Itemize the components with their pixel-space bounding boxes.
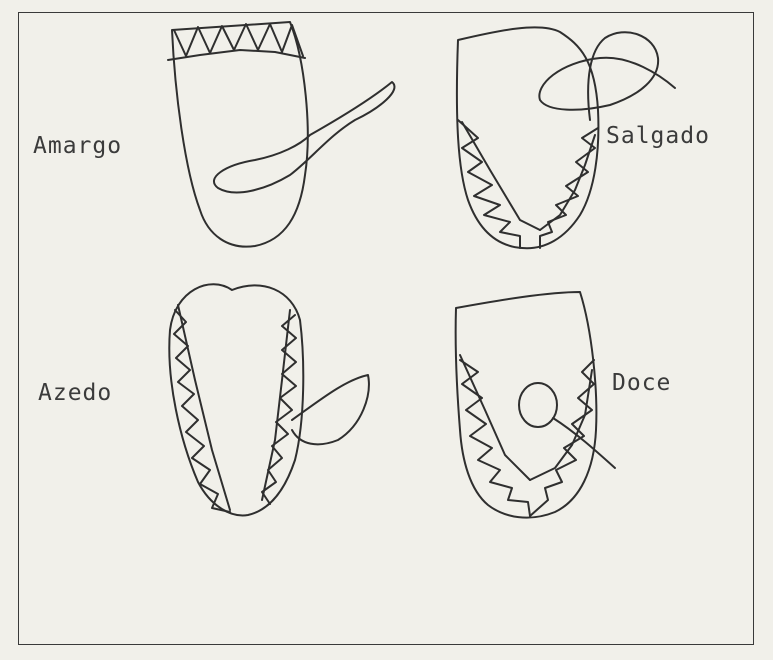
pointer-salgado [539, 32, 675, 120]
label-doce: Doce [612, 370, 671, 396]
tongue-doce [456, 292, 615, 518]
tongue-outline-doce [456, 292, 597, 518]
label-amargo: Amargo [33, 133, 122, 159]
taste-zone-inner-doce-right [530, 370, 592, 480]
taste-zone-teeth-doce-left [460, 360, 530, 516]
taste-zone-inner-salgado-right [540, 135, 595, 230]
taste-zone-teeth-salgado-left [458, 120, 520, 248]
taste-zone-circle-doce [519, 383, 557, 427]
tongue-amargo [168, 22, 394, 247]
label-salgado: Salgado [606, 123, 710, 149]
pointer-doce [553, 418, 615, 468]
label-azedo: Azedo [38, 380, 112, 406]
taste-zone-inner-doce-left [460, 355, 530, 480]
tongue-azedo [169, 284, 369, 515]
